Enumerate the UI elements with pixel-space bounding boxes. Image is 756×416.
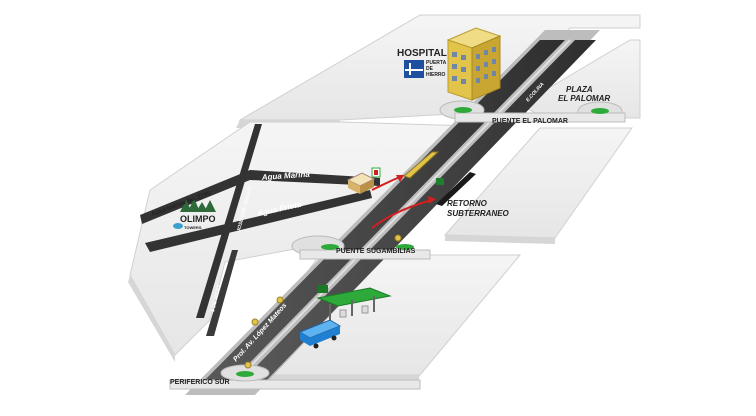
street-agua-marina xyxy=(140,170,380,224)
street-lamp-icon xyxy=(251,318,259,326)
highway-vehicles xyxy=(403,151,476,206)
plaza-label-line1: PLAZA xyxy=(566,85,593,94)
hospital-sub2: DE xyxy=(426,66,434,72)
side-streets xyxy=(140,124,380,336)
green-patch-2 xyxy=(591,108,609,114)
highway-divider xyxy=(231,39,571,386)
retorno-label-line2: SUBTERRANEO xyxy=(447,209,510,218)
yellow-bus xyxy=(403,151,440,179)
street-lamp-icon xyxy=(276,296,284,304)
ground-block-east-side xyxy=(445,235,555,244)
tree-icon xyxy=(180,200,192,212)
hospital-sub3: HIERRO xyxy=(426,72,446,78)
bridge-sugambilias xyxy=(299,249,431,260)
bridge-palomar xyxy=(454,112,626,123)
route-arrow-2 xyxy=(371,199,433,229)
hospital-title: HOSPITAL xyxy=(397,48,447,59)
route-arrow-head-2 xyxy=(428,196,436,204)
puente-palomar-label: PUENTE EL PALOMAR xyxy=(492,118,568,125)
periferico-label: PERIFERICO SUR xyxy=(170,379,230,386)
route-arrow-head-1 xyxy=(396,175,404,182)
green-patch-3 xyxy=(321,244,339,250)
highway-lane-left xyxy=(200,40,565,385)
retorno-label-line1: RETORNO xyxy=(447,199,488,208)
bridge-periferico xyxy=(169,379,421,390)
agua-marina-label: Agua Marina xyxy=(261,170,311,182)
street-lamp-icon xyxy=(244,361,252,369)
black-truck xyxy=(436,172,476,206)
green-patch-5 xyxy=(236,371,254,377)
street-cinco-de-mayo xyxy=(206,250,238,336)
hospital-logo: HOSPITAL PUERTA DE HIERRO xyxy=(397,48,447,78)
green-patch-1 xyxy=(454,107,472,113)
hospital-sub1: PUERTA xyxy=(426,60,447,66)
convenience-store-icon xyxy=(346,167,381,194)
olimpo-logo: OLIMPO TOWERS xyxy=(173,198,216,230)
ground-block-west-edge xyxy=(128,275,175,362)
green-accents xyxy=(236,107,609,377)
bus-icon xyxy=(298,319,342,349)
street-lamps xyxy=(244,234,402,369)
gas-station-icon xyxy=(316,285,392,320)
hospital-building-icon xyxy=(446,27,502,101)
street-lamp-icon xyxy=(394,234,402,242)
street-agua-prieta xyxy=(145,190,372,252)
olimpo-title: OLIMPO xyxy=(180,214,216,224)
puente-sugambilias-label: PUENTE SUGAMBILIAS xyxy=(336,248,416,255)
green-patch-4 xyxy=(396,244,414,250)
olimpo-sub: TOWERS xyxy=(184,225,202,230)
plaza-label-line2: EL PALOMAR xyxy=(558,94,610,103)
